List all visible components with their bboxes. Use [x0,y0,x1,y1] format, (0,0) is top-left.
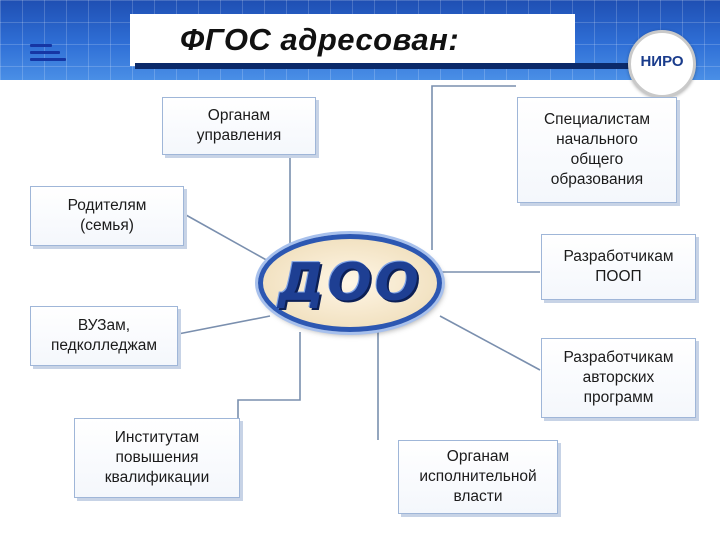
box-poop-developers: Разработчикам ПООП [541,234,696,300]
title-underline [135,63,695,69]
title-plate [130,14,575,66]
box-universities: ВУЗам, педколледжам [30,306,178,366]
page-title: ФГОС адресован: [180,22,460,57]
line-parents [185,214,271,263]
niro-logo: НИРО [628,30,696,98]
line-universities [177,315,271,335]
menu-lines-icon [30,44,66,66]
box-program-developers: Разработчикам авторских программ [541,338,696,418]
line-specialists [431,85,516,250]
center-label: ДОО [278,253,422,313]
box-management: Органам управления [162,97,316,155]
box-executive: Органам исполнительной власти [398,440,558,514]
logo-text: НИРО [640,53,684,70]
line-programs [439,315,541,371]
box-specialists: Специалистам начального общего образован… [517,97,677,203]
line-institutes [237,332,301,430]
box-institutes: Институтам повышения квалификации [74,418,240,498]
box-parents: Родителям (семья) [30,186,184,246]
center-ellipse: ДОО [258,234,442,332]
